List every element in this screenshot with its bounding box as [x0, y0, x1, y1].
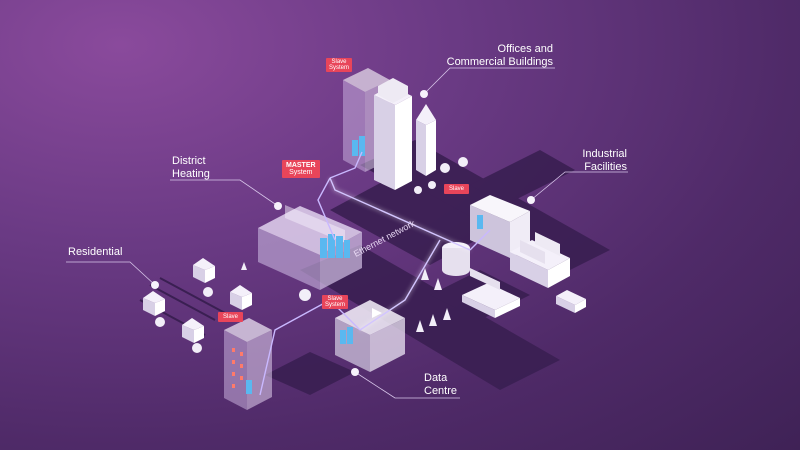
storage-tanks: [246, 136, 483, 394]
label-district-line2: Heating: [172, 168, 210, 180]
label-offices-line2: Commercial Buildings: [446, 56, 553, 68]
callout-dots: [151, 90, 535, 376]
ethernet-network-lines: [259, 151, 491, 396]
label-offices: Offices and Commercial Buildings: [430, 43, 553, 69]
tag-industrial-slave: Slave: [444, 184, 470, 194]
tag-offices-line2: System: [329, 65, 350, 71]
label-industrial: Industrial Facilities: [570, 148, 627, 174]
tag-datacentre-slave: Slave System: [322, 295, 349, 309]
label-offices-line1: Offices and: [497, 43, 553, 55]
tag-master-line1: MASTER: [286, 162, 316, 169]
tag-offices-line1: Slave: [331, 59, 347, 65]
residential-block: [224, 318, 272, 410]
truck: [556, 290, 586, 313]
office-buildings: [343, 68, 436, 190]
trees: [155, 157, 468, 353]
tag-residential-slave: Slave: [218, 312, 244, 322]
label-industrial-line1: Industrial: [582, 148, 627, 160]
label-district-heating: District Heating: [172, 155, 210, 181]
label-industrial-line2: Facilities: [584, 161, 627, 173]
tag-datacentre-line2: System: [325, 302, 346, 308]
label-data-centre: Data Centre: [424, 372, 457, 398]
houses: [143, 258, 252, 343]
label-datacentre-line1: Data: [424, 372, 448, 384]
label-datacentre-line2: Centre: [424, 385, 458, 397]
label-district-line1: District: [172, 155, 206, 167]
tag-offices-slave: Slave System: [326, 58, 353, 72]
callout-lines: [66, 67, 628, 399]
label-residential: Residential: [68, 246, 123, 258]
tag-datacentre-line1: Slave: [327, 296, 343, 302]
tag-master-system: MASTER System: [282, 160, 320, 178]
tag-master-line2: System: [289, 169, 313, 176]
